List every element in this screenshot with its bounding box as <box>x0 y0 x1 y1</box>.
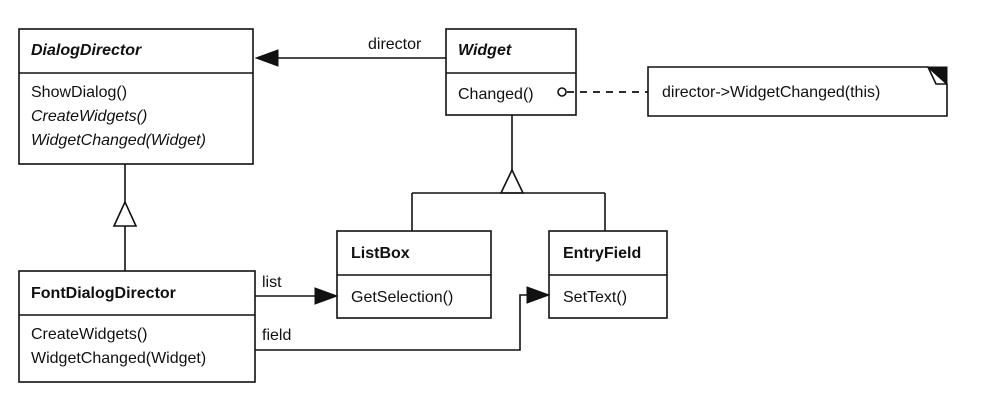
association-list-label: list <box>262 274 282 291</box>
class-widget-box <box>445 28 577 116</box>
note-anchor-circle <box>557 87 567 97</box>
class-widget-op-changed: Changed() <box>458 86 534 103</box>
association-list: list <box>255 274 339 305</box>
class-font-dialog-director-name: FontDialogDirector <box>31 285 176 302</box>
class-widget-name: Widget <box>458 42 512 59</box>
association-list-arrowhead <box>314 287 339 305</box>
class-dialog-director-op-show-dialog: ShowDialog() <box>31 84 127 101</box>
association-field: field <box>255 286 551 351</box>
class-dialog-director-name: DialogDirector <box>31 42 142 59</box>
association-director-label: director <box>368 36 422 53</box>
generalization-widget-triangle <box>499 168 525 194</box>
class-list-box-op-get-selection: GetSelection() <box>351 289 453 306</box>
class-font-dialog-director: FontDialogDirector CreateWidgets() Widge… <box>18 270 256 383</box>
generalization-dialog-director <box>112 164 138 271</box>
class-font-dialog-director-op-widget-changed: WidgetChanged(Widget) <box>31 350 206 367</box>
association-field-arrowhead <box>526 286 551 304</box>
association-field-line <box>255 294 532 351</box>
note-fold <box>927 66 947 85</box>
class-font-dialog-director-box <box>18 270 256 383</box>
note-dog-ear <box>926 66 948 86</box>
note-text: director->WidgetChanged(this) <box>662 84 880 101</box>
class-list-box: ListBox GetSelection() <box>336 230 492 319</box>
class-dialog-director-op-create-widgets: CreateWidgets() <box>31 108 147 125</box>
class-dialog-director-box <box>18 28 254 165</box>
class-dialog-director: DialogDirector ShowDialog() CreateWidget… <box>18 28 254 165</box>
class-list-box-name: ListBox <box>351 245 410 262</box>
class-font-dialog-director-op-create-widgets: CreateWidgets() <box>31 326 147 343</box>
class-entry-field: EntryField SetText() <box>548 230 668 319</box>
association-field-label: field <box>262 327 291 344</box>
implementation-note: director->WidgetChanged(this) <box>557 66 948 117</box>
class-entry-field-name: EntryField <box>563 245 641 262</box>
note-box <box>647 66 948 117</box>
association-director: director <box>254 36 446 67</box>
class-widget: Widget Changed() <box>445 28 577 116</box>
class-entry-field-op-set-text: SetText() <box>563 289 627 306</box>
class-dialog-director-op-widget-changed: WidgetChanged(Widget) <box>31 132 206 149</box>
generalization-dialog-director-triangle <box>112 200 138 227</box>
generalization-widget <box>411 115 606 231</box>
association-director-arrowhead <box>254 49 279 67</box>
